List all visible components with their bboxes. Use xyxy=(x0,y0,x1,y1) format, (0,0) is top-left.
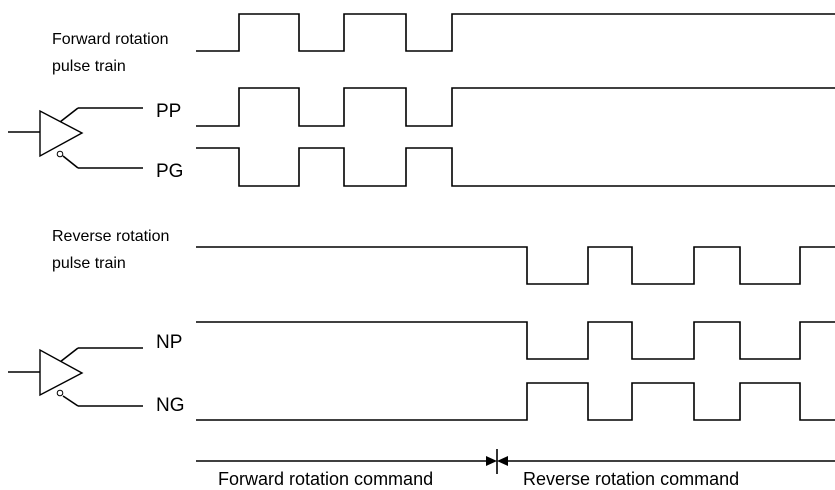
ng-waveform xyxy=(196,382,835,421)
reverse-command-label: Reverse rotation command xyxy=(523,469,739,489)
pg-label: PG xyxy=(156,161,183,182)
command-boundary-marker xyxy=(196,449,835,474)
forward-line-driver-symbol xyxy=(8,107,143,169)
reverse-line-driver-symbol xyxy=(8,347,143,407)
forward-train-label-line2: pulse train xyxy=(52,58,126,75)
reverse-train-label-line2: pulse train xyxy=(52,255,126,272)
np-waveform xyxy=(196,321,835,360)
pp-waveform xyxy=(196,87,835,127)
reverse-pulse-waveform xyxy=(196,246,835,285)
pg-waveform xyxy=(196,147,835,187)
forward-pulse-waveform xyxy=(196,13,835,52)
ng-label: NG xyxy=(156,395,185,416)
pp-label: PP xyxy=(156,101,181,122)
forward-command-label: Forward rotation command xyxy=(218,469,433,489)
forward-train-label-line1: Forward rotation xyxy=(52,31,169,48)
np-label: NP xyxy=(156,332,182,353)
reverse-train-label-line1: Reverse rotation xyxy=(52,228,169,245)
